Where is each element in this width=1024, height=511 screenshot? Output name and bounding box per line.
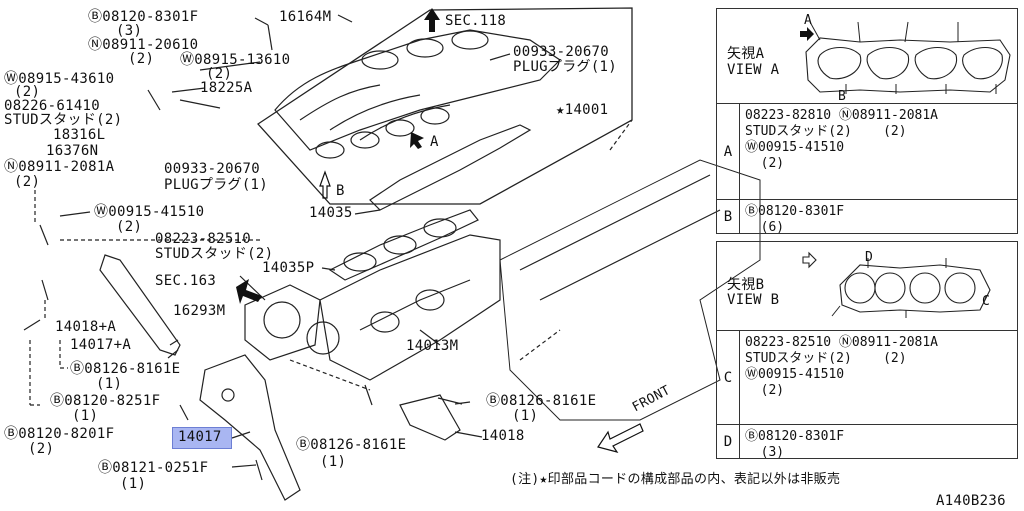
view-a-row-key: A (717, 104, 740, 200)
callout-stud-label-b: STUDスタッド(2) (155, 246, 274, 262)
view-a-row-text: 08223-82810 Ⓝ08911-2081A STUDスタッド(2) (2)… (745, 108, 939, 171)
callout-bolt-08120-8301f: Ⓑ08120-8301F (88, 9, 199, 25)
callout-qty: (1) (320, 454, 347, 470)
view-a-mark-b: B (838, 89, 847, 104)
view-a-mark-a: A (804, 13, 813, 28)
view-b-row-d: D Ⓑ08120-8301F (3) (717, 424, 1017, 460)
callout-18225a: 18225A (200, 80, 253, 96)
callout-view-a-marker: A (430, 134, 439, 150)
callout-16376n: 16376N (46, 143, 99, 159)
callout-14013m: 14013M (406, 338, 459, 354)
callout-qty: (1) (120, 476, 147, 492)
callout-qty: (1) (512, 408, 539, 424)
callout-plug-00933-20670: 00933-20670 (513, 44, 610, 60)
view-b-row-text: 08223-82510 Ⓝ08911-2081A STUDスタッド(2) (2)… (745, 335, 939, 398)
view-a-row-text: Ⓑ08120-8301F (6) (745, 204, 845, 235)
callout-qty: (2) (116, 219, 143, 235)
callout-qty: (2) (206, 66, 233, 82)
view-b-mark-d: D (865, 250, 874, 265)
callout-16164m: 16164M (279, 9, 332, 25)
view-a-row-key: B (717, 200, 740, 234)
callout-washer-08915-43610: Ⓦ08915-43610 (4, 71, 115, 87)
view-b-row-c: C 08223-82510 Ⓝ08911-2081A STUDスタッド(2) (… (717, 330, 1017, 425)
view-a-title: VIEW A (727, 62, 780, 78)
intake-manifold (274, 29, 561, 159)
view-a-title-jp: 矢視A (727, 46, 765, 62)
callout-bolt-08126-8161e-c: Ⓑ08126-8161E (296, 437, 407, 453)
callout-qty: (1) (72, 408, 99, 424)
view-a-panel: 矢視A VIEW A A B A 08223-82810 Ⓝ08911-2081… (716, 8, 1018, 235)
callout-bolt-08120-8251f: Ⓑ08120-8251F (50, 393, 161, 409)
view-b-row-text: Ⓑ08120-8301F (3) (745, 429, 845, 460)
view-b-row-key: C (717, 331, 740, 425)
figure-id: A140B236 (936, 493, 1006, 509)
view-b-title-jp: 矢視B (727, 277, 765, 293)
callout-18316l: 18316L (53, 127, 106, 143)
callout-qty: (2) (14, 174, 41, 190)
view-a-row-a: A 08223-82810 Ⓝ08911-2081A STUDスタッド(2) (… (717, 103, 1017, 200)
callout-bolt-08126-8161e-b: Ⓑ08126-8161E (486, 393, 597, 409)
callout-14017[interactable]: 14017 (178, 429, 222, 445)
callout-view-b-marker: B (336, 183, 345, 199)
callout-plug-00933-20670-b: 00933-20670 (164, 161, 261, 177)
callout-16293m: 16293M (173, 303, 226, 319)
view-b-mark-c: C (982, 294, 991, 309)
callout-sec-118: SEC.118 (445, 13, 507, 29)
view-b-panel: 矢視B VIEW B C D C 08223-82510 Ⓝ08911-2081… (716, 241, 1018, 460)
footnote: (注)★印部品コードの構成部品の内、表記以外は非販売 (510, 472, 841, 487)
view-b-row-key: D (717, 425, 740, 459)
callout-14018: 14018 (481, 428, 525, 444)
callout-qty: (2) (128, 51, 155, 67)
callout-qty: (1) (96, 376, 123, 392)
callout-plug-label: PLUGプラグ(1) (513, 59, 618, 75)
callout-plug-label-b: PLUGプラグ(1) (164, 177, 269, 193)
callout-14017a: 14017+A (70, 337, 132, 353)
callout-stud-08223-82510: 08223-82510 (155, 231, 252, 247)
callout-nut-08911-2081a: Ⓝ08911-2081A (4, 159, 115, 175)
callout-washer-08915-13610: Ⓦ08915-13610 (180, 52, 291, 68)
callout-14018a: 14018+A (55, 319, 117, 335)
callout-bolt-08120-8201f: Ⓑ08120-8201F (4, 426, 115, 442)
callout-qty: (2) (14, 84, 41, 100)
callout-sec-163: SEC.163 (155, 273, 217, 289)
callout-14035p: 14035P (262, 260, 315, 276)
callout-bolt-08126-8161e: Ⓑ08126-8161E (70, 361, 181, 377)
callout-qty: (2) (28, 441, 55, 457)
callout-qty: (3) (116, 23, 143, 39)
view-b-title: VIEW B (727, 292, 780, 308)
callout-stud-label: STUDスタッド(2) (4, 112, 123, 128)
callout-14035: 14035 (309, 205, 353, 221)
view-a-row-b: B Ⓑ08120-8301F (6) (717, 199, 1017, 235)
callout-washer-00915-41510: Ⓦ00915-41510 (94, 204, 205, 220)
callout-stud-08226-61410: 08226-61410 (4, 98, 101, 114)
callout-14001: ★14001 (556, 102, 609, 118)
callout-bolt-08121-0251f: Ⓑ08121-0251F (98, 460, 209, 476)
highlight-14017[interactable] (172, 427, 232, 449)
callout-nut-08911-20610: Ⓝ08911-20610 (88, 37, 199, 53)
